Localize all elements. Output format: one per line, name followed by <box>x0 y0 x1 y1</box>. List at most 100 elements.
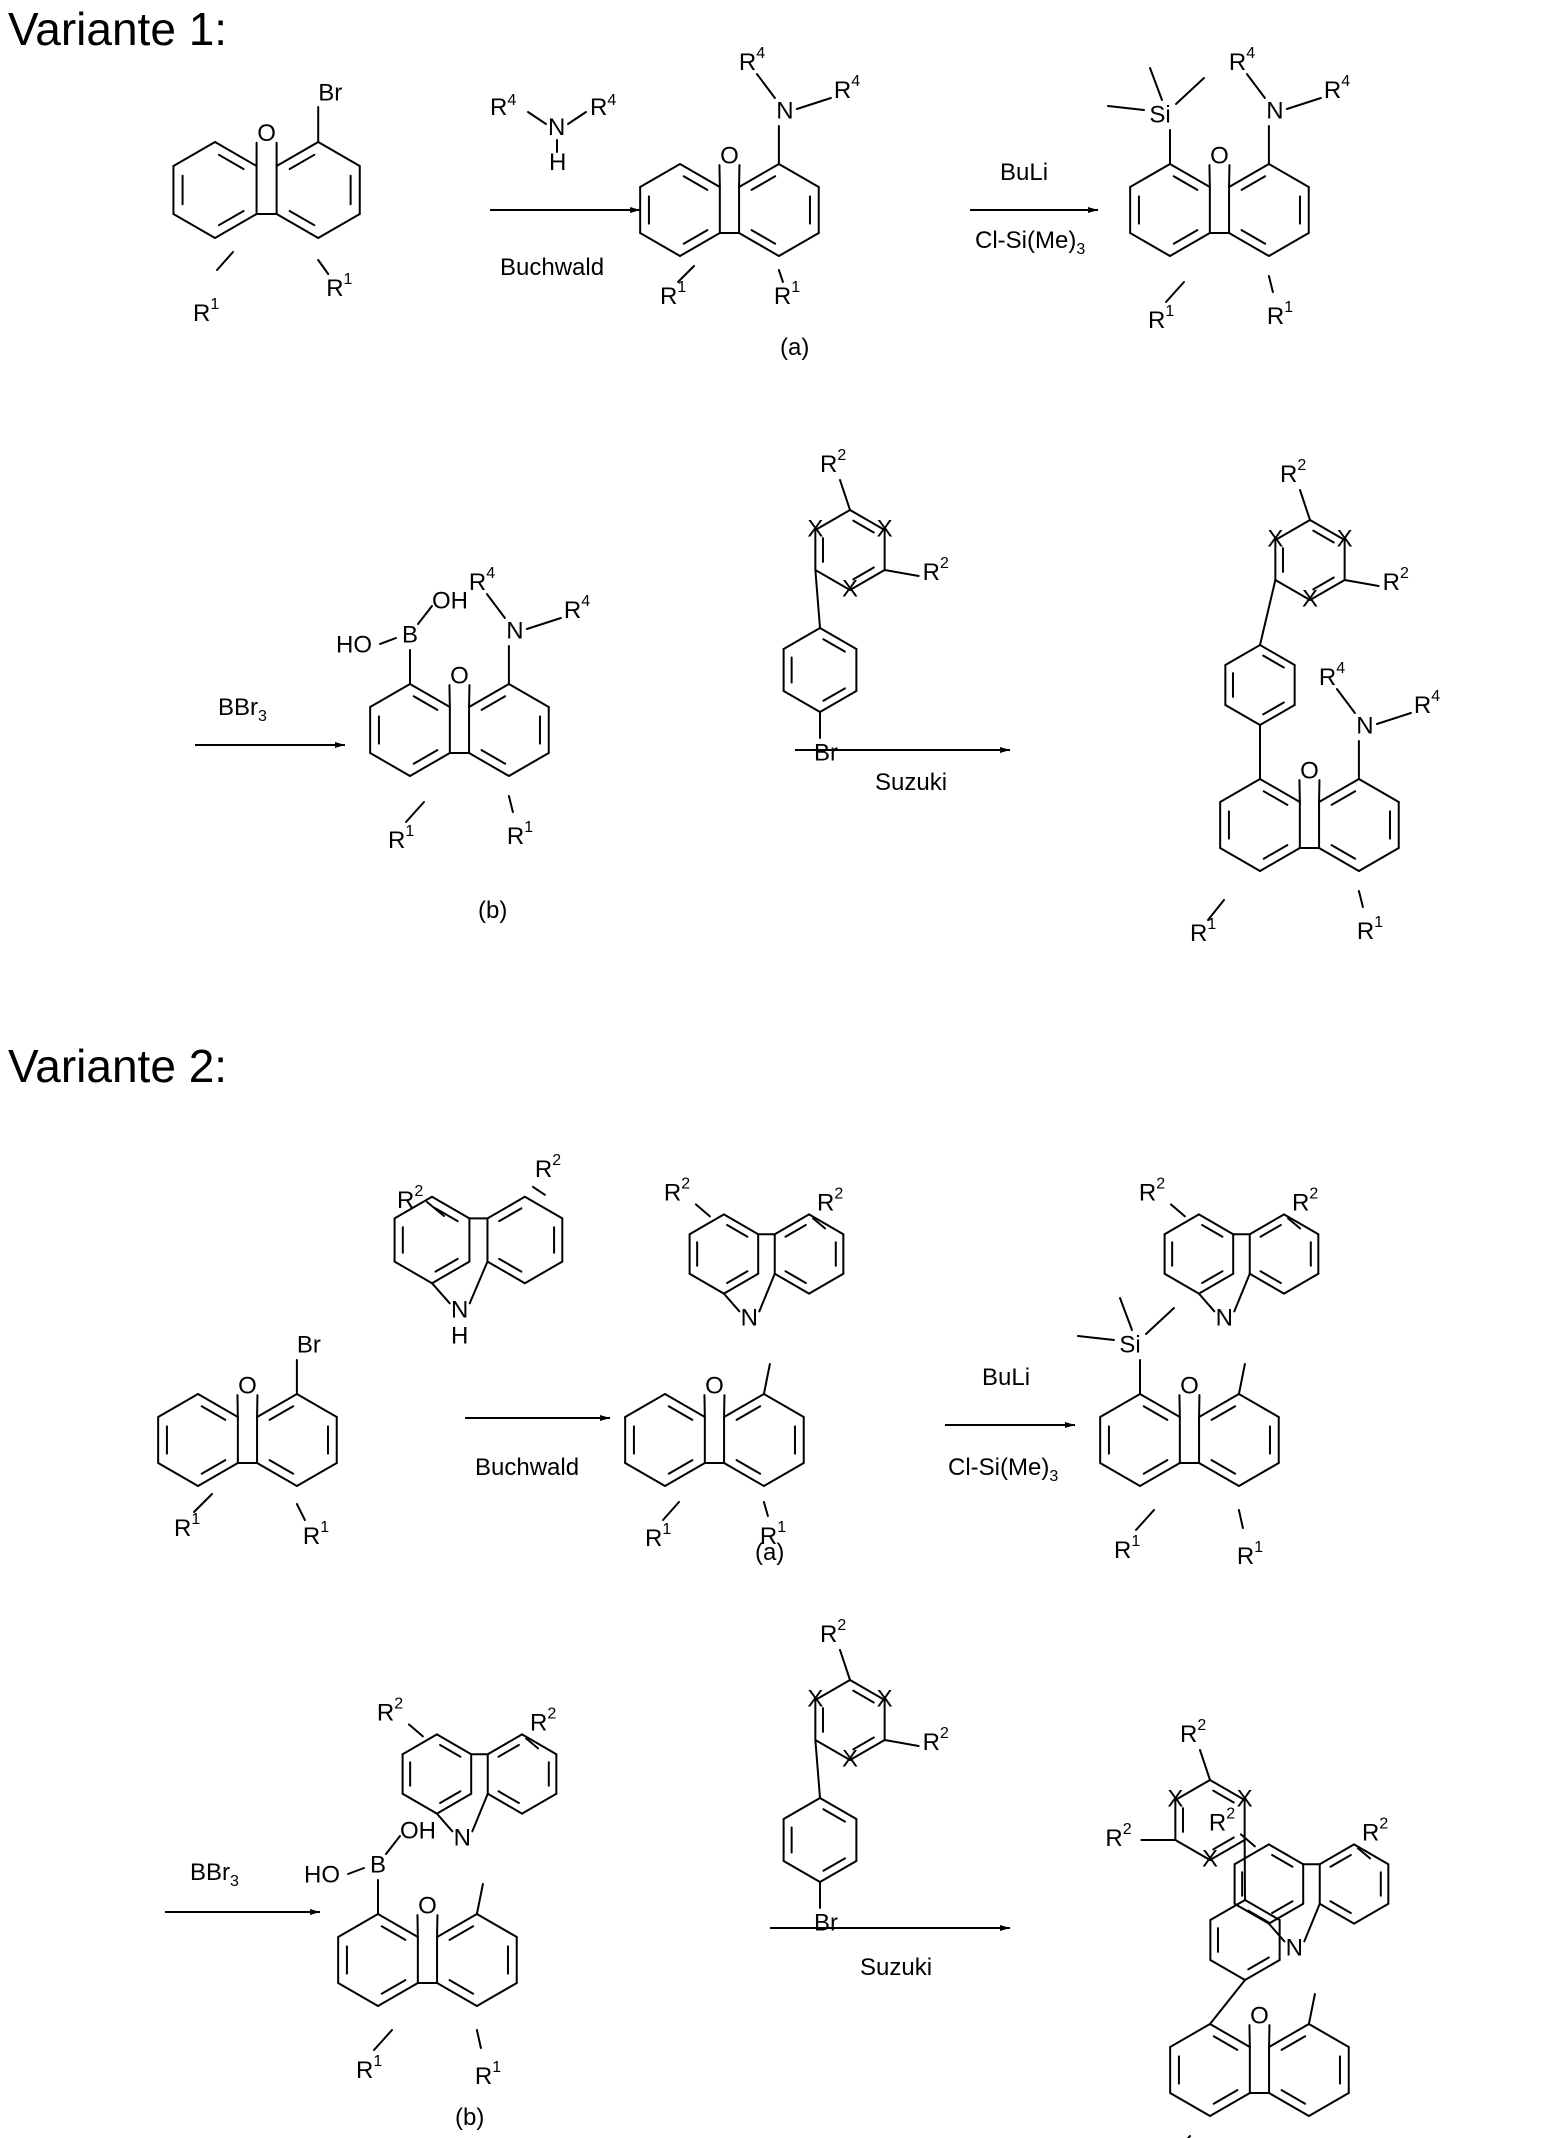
v2-final-product-structure: XXXR2R2ONR2R2R1R1 <box>1105 1717 1388 2138</box>
bond-line <box>764 1394 804 1417</box>
bond-line <box>1120 1298 1132 1330</box>
bond-line <box>437 1814 452 1832</box>
bond-line <box>784 628 820 649</box>
bond-line <box>1269 2024 1309 2047</box>
r-group-label: R1 <box>660 279 686 310</box>
bond-line <box>797 98 831 109</box>
bond-line <box>437 1983 477 2006</box>
bond-line <box>1359 779 1399 802</box>
bond-line <box>477 1914 517 1937</box>
bond-line <box>1210 1900 1245 1920</box>
bond-line <box>487 1262 524 1284</box>
bond-line <box>1200 1750 1210 1780</box>
bond-line <box>809 1274 843 1294</box>
bond-line <box>1199 1394 1239 1417</box>
bond-line <box>257 1394 297 1417</box>
bond-line <box>1354 1844 1388 1864</box>
bond-line <box>380 638 396 644</box>
bond-line <box>1170 2024 1210 2047</box>
bond-line <box>1108 106 1144 110</box>
bond-line <box>1100 1463 1140 1486</box>
ring-heteroatom-x: X <box>807 515 823 542</box>
bond-line <box>784 1861 820 1882</box>
bond-line <box>1239 1510 1243 1528</box>
bond-line <box>318 214 360 238</box>
r-group-label: R1 <box>1190 916 1216 947</box>
bond-line <box>1269 1924 1284 1942</box>
bond-line <box>194 1494 212 1512</box>
r-group-label: R2 <box>530 1706 556 1737</box>
bond-line <box>1210 1980 1245 2024</box>
r-group-label: R1 <box>174 1511 200 1542</box>
bond-line <box>764 1502 768 1516</box>
bond-line <box>1309 1994 1315 2024</box>
bridge-heteroatom: O <box>418 1892 437 1919</box>
bond-line <box>1300 490 1310 520</box>
bond-line <box>470 1262 488 1304</box>
r-group-label: R1 <box>193 296 219 327</box>
bond-line <box>1245 1900 1280 1920</box>
bond-line <box>525 1262 562 1284</box>
r-group-label: R2 <box>1209 1806 1235 1837</box>
bond-line <box>1136 1510 1154 1530</box>
r-group-label: R2 <box>820 1617 846 1648</box>
bond-line <box>158 1463 198 1486</box>
bond-line <box>1284 1274 1318 1294</box>
v1-buli-label: BuLi <box>1000 159 1048 186</box>
bond-line <box>1319 779 1359 802</box>
bond-line <box>779 233 819 256</box>
bond-line <box>173 214 215 238</box>
bridge-heteroatom: O <box>1210 142 1229 169</box>
r-group-label: R2 <box>1180 1717 1206 1748</box>
carbazole-nitrogen: N <box>454 1825 471 1852</box>
bond-line <box>696 1204 710 1216</box>
bond-line <box>779 270 783 282</box>
carbazole-nitrogen: N <box>741 1305 758 1332</box>
bond-line <box>690 1274 724 1294</box>
bond-line <box>665 1463 705 1486</box>
variant2-heading: Variante 2: <box>8 1040 227 1092</box>
bond-line <box>759 1274 774 1312</box>
bond-line <box>509 796 513 812</box>
bond-line <box>1225 705 1260 725</box>
r-group-label: R4 <box>469 565 495 596</box>
bond-line <box>418 606 432 624</box>
bond-line <box>1359 891 1363 907</box>
bond-line <box>1284 1214 1318 1234</box>
bond-line <box>1319 848 1359 871</box>
ring-heteroatom-x: X <box>877 1685 893 1712</box>
bond-line <box>724 1214 758 1234</box>
bond-line <box>815 570 820 628</box>
bond-line <box>739 233 779 256</box>
nh-hydrogen: H <box>451 1323 468 1350</box>
bond-line <box>1199 1214 1233 1234</box>
bond-line <box>215 142 257 166</box>
bond-line <box>1176 78 1204 104</box>
bond-line <box>533 1187 545 1195</box>
bond-line <box>1320 1904 1354 1924</box>
bond-line <box>198 1394 238 1417</box>
bond-line <box>820 691 856 712</box>
bond-line <box>348 1868 364 1874</box>
carbazole-nitrogen: N <box>451 1297 468 1324</box>
bond-line <box>840 480 850 510</box>
bromo-substituent: Br <box>814 739 838 766</box>
r-group-label: R4 <box>1414 688 1440 719</box>
ring-heteroatom-x: X <box>1337 525 1353 552</box>
bond-line <box>724 1294 739 1312</box>
r-group-label: R4 <box>834 73 860 104</box>
bond-line <box>403 1734 437 1754</box>
bond-line <box>1199 1463 1239 1486</box>
bond-line <box>1269 1844 1303 1864</box>
bond-line <box>779 164 819 187</box>
bond-line <box>885 570 919 576</box>
bond-line <box>724 1394 764 1417</box>
bond-line <box>432 1262 469 1284</box>
bridge-heteroatom: O <box>450 662 469 689</box>
bond-line <box>525 1197 562 1219</box>
r-group-label: R1 <box>507 819 533 850</box>
ring-heteroatom-x: X <box>807 1685 823 1712</box>
bond-line <box>370 684 410 707</box>
ring-heteroatom-x: X <box>842 575 858 602</box>
